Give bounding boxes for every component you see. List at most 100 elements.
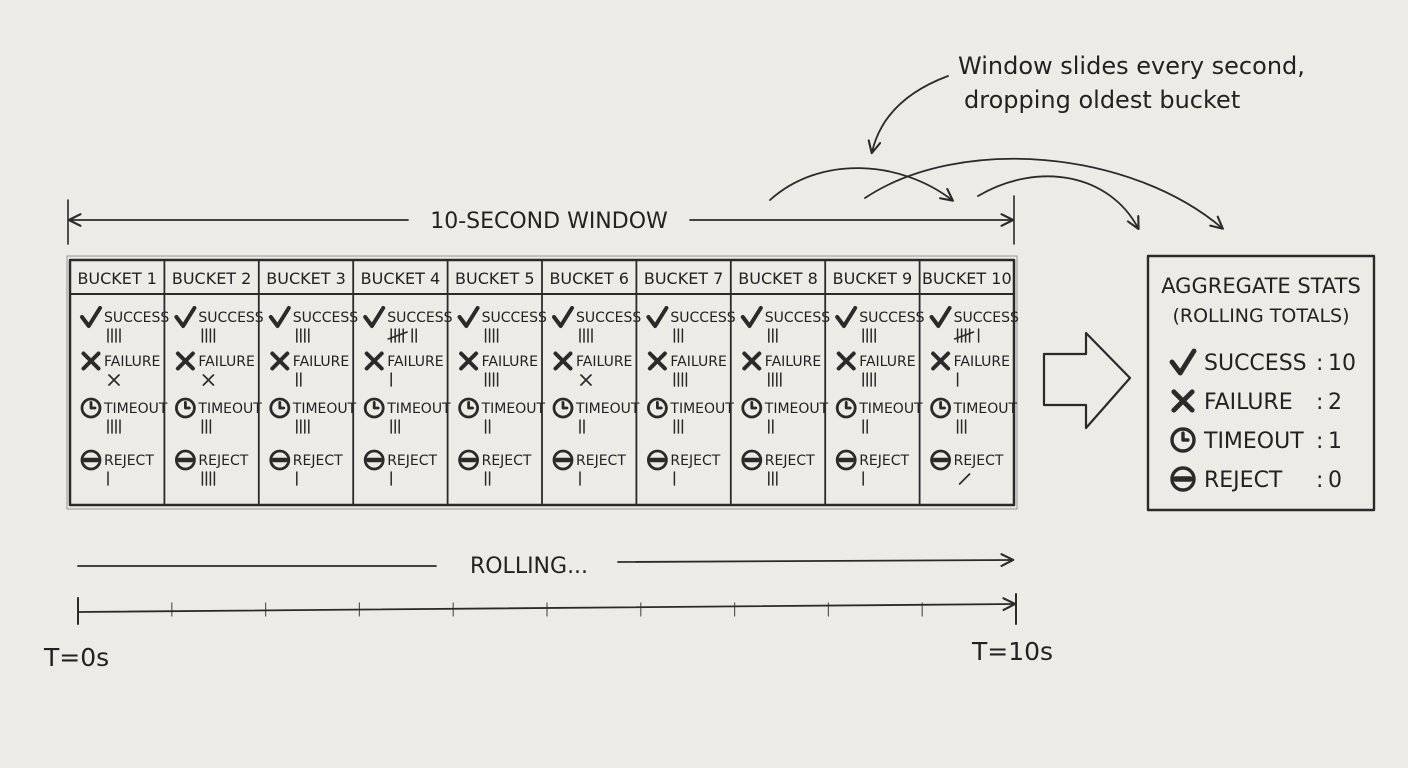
no-entry-icon (741, 449, 763, 471)
tally-marks (673, 372, 688, 387)
aggregate-label: TIMEOUT (1203, 429, 1304, 454)
cross-icon (553, 351, 573, 371)
reject-label: REJECT (387, 453, 437, 469)
tally-marks (958, 473, 971, 485)
tally-marks (390, 419, 400, 434)
to-aggregate-arrow (1042, 331, 1132, 430)
timeout-label: TIMEOUT (197, 401, 262, 417)
success-label: SUCCESS (104, 310, 169, 326)
reject-label: REJECT (482, 453, 532, 469)
aggregate-value: 0 (1328, 468, 1342, 493)
aggregate-colon: : (1316, 468, 1323, 493)
cross-icon (836, 351, 856, 371)
no-entry-icon (458, 449, 480, 471)
no-entry-icon (647, 449, 668, 471)
no-entry-icon (1170, 466, 1196, 492)
tally-marks (107, 419, 121, 434)
failure-label: FAILURE (104, 354, 160, 370)
success-label: SUCCESS (387, 310, 452, 326)
failure-label: FAILURE (954, 354, 1010, 370)
tally-marks (296, 419, 310, 434)
tally-marks (768, 328, 778, 343)
slide-arc-2 (864, 157, 1224, 230)
success-label: SUCCESS (670, 310, 735, 326)
aggregate-colon: : (1316, 429, 1323, 454)
check-icon (80, 306, 102, 328)
check-icon (1169, 348, 1197, 376)
reject-label: REJECT (954, 453, 1004, 469)
aggregate-value: 10 (1328, 351, 1356, 376)
cross-icon (364, 351, 384, 371)
timeline-ticks (171, 602, 923, 617)
timeout-label: TIMEOUT (764, 401, 829, 417)
cross-icon (931, 351, 951, 371)
failure-label: FAILURE (198, 354, 254, 370)
tally-marks (107, 328, 121, 343)
slide-arc-1 (769, 167, 954, 202)
bucket-header: BUCKET 8 (738, 269, 818, 288)
check-icon (457, 306, 480, 328)
aggregate-row: SUCCESS:10 (1169, 348, 1356, 376)
no-entry-icon (80, 449, 102, 471)
note-line-1: Window slides every second, (958, 52, 1305, 80)
aggregate-colon: : (1316, 351, 1323, 376)
tally-marks (296, 372, 302, 387)
bucket-header: BUCKET 3 (266, 269, 346, 288)
no-entry-icon (174, 449, 196, 471)
success-label: SUCCESS (482, 310, 547, 326)
aggregate-value: 1 (1328, 429, 1342, 454)
note-line-2: dropping oldest bucket (964, 86, 1240, 114)
tally-marks (202, 374, 215, 386)
cross-icon (81, 351, 101, 371)
aggregate-box (1146, 254, 1376, 512)
window-label: 10-SECOND WINDOW (430, 209, 668, 234)
failure-label: FAILURE (859, 354, 915, 370)
tally-marks (201, 328, 216, 343)
no-entry-icon (363, 449, 385, 471)
aggregate-subtitle: (ROLLING TOTALS) (1172, 305, 1349, 327)
clock-icon (269, 397, 291, 419)
bucket-header: BUCKET 4 (361, 269, 441, 288)
tally-marks (673, 328, 684, 343)
clock-icon (741, 397, 763, 419)
success-label: SUCCESS (954, 310, 1019, 326)
cross-icon (459, 351, 479, 371)
clock-icon (552, 397, 574, 419)
tally-marks (862, 419, 868, 434)
aggregate-label: FAILURE (1204, 390, 1293, 415)
reject-label: REJECT (198, 453, 248, 469)
check-icon (740, 306, 763, 328)
timeline-end-label: T=10s (971, 637, 1053, 666)
tally-marks (201, 419, 212, 434)
timeout-label: TIMEOUT (386, 401, 451, 417)
rolling-label: ROLLING... (470, 554, 588, 579)
timeline-axis (77, 597, 1017, 613)
tally-marks (862, 328, 876, 343)
timeline-start-label: T=0s (43, 643, 109, 672)
success-label: SUCCESS (576, 310, 641, 326)
no-entry-icon (552, 449, 574, 471)
success-label: SUCCESS (765, 310, 830, 326)
reject-label: REJECT (859, 453, 909, 469)
check-icon (174, 306, 197, 328)
aggregate-label: SUCCESS (1204, 351, 1307, 376)
reject-label: REJECT (765, 453, 815, 469)
slide-arc-3 (977, 175, 1140, 231)
tally-marks (484, 471, 491, 486)
timeout-label: TIMEOUT (481, 401, 546, 417)
timeout-label: TIMEOUT (292, 401, 357, 417)
check-icon (363, 306, 386, 328)
tally-marks (387, 328, 417, 343)
bucket-header: BUCKET 5 (455, 269, 535, 288)
tally-marks (956, 419, 967, 434)
